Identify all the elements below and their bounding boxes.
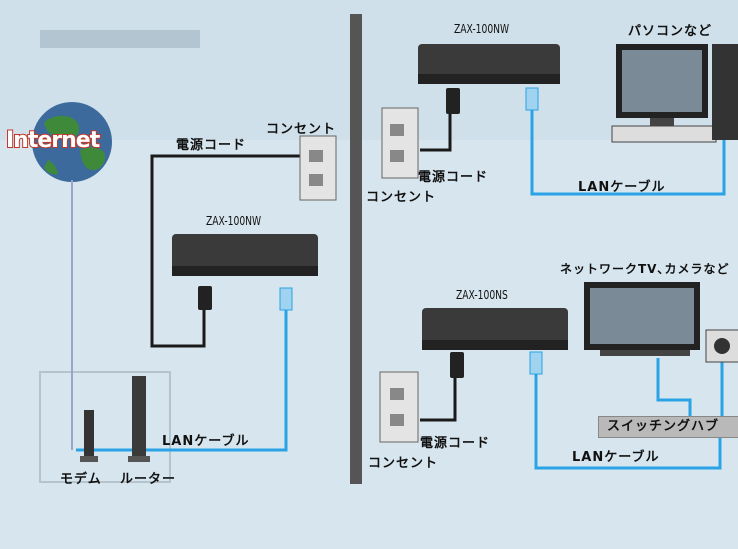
power-cord-bottom-label: 電源コード [420,436,491,451]
lan-cable-bottom-line [534,370,722,470]
adapter-left [172,234,318,276]
faint-banner [40,30,200,48]
power-cord-top-line [420,104,452,152]
power-cord-bottom-line [420,368,457,422]
outlet-left [299,135,337,201]
background-band [0,0,738,140]
adapter-top [418,44,560,84]
lan-cable-left-label: LANケーブル [162,434,250,449]
outlet-mid-label: コンセント [366,190,437,205]
globe-icon [32,102,112,182]
lan-cable-bottom-label: LANケーブル [572,450,660,465]
adapter-bottom [422,308,568,350]
tv [584,282,700,356]
lan-cable-tv-line [656,358,692,416]
adapter-top-model: ZAX-100NW [454,22,510,36]
outlet-bottom [379,371,419,443]
power-cord-top-label: 電源コード [418,170,489,185]
outlet-bottom-label: コンセント [368,456,439,471]
pc-label: パソコンなど [628,24,713,39]
modem-label: モデム [60,472,102,487]
power-cord-left-label: 電源コード [176,138,247,153]
router [128,376,150,462]
faint-frame [39,371,171,483]
adapter-left-model: ZAX-100NW [206,214,262,228]
outlet-mid [381,107,419,179]
wall [350,14,362,484]
switching-hub-label: スイッチングハブ [598,416,738,438]
adapter-bottom-model: ZAX-100NS [456,288,508,302]
internet-label: Internet [5,127,101,154]
plugs [198,88,464,378]
power-cords [150,104,457,422]
tv-camera-label: ネットワークTV､カメラなど [560,262,730,276]
lan-cable-top-label: LANケーブル [578,180,666,195]
camera [705,329,738,363]
outlet-left-label: コンセント [266,122,337,137]
lan-plugs [279,87,543,375]
power-cord-left-line [150,154,300,348]
router-label: ルーター [120,472,177,487]
lan-cable-top-line [530,96,726,196]
pc [611,44,738,143]
modem [80,410,98,462]
